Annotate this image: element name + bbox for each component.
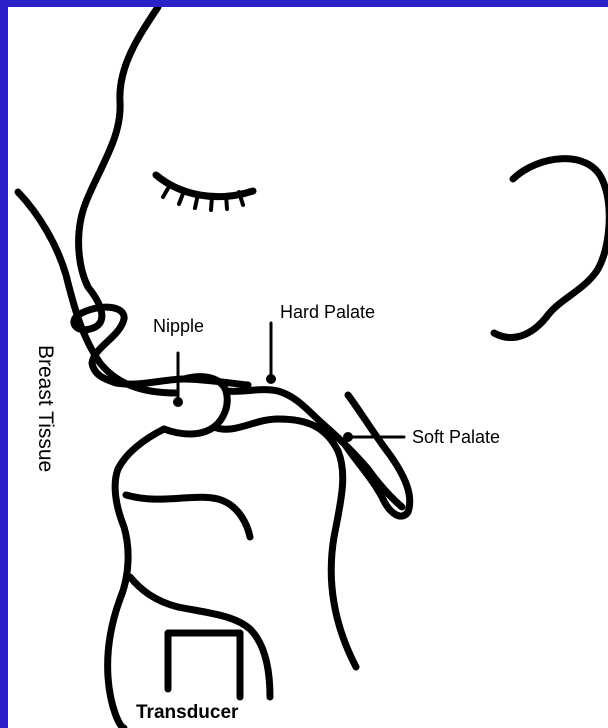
soft-palate-pointer-dot — [343, 432, 353, 442]
ear — [494, 159, 608, 338]
soft-palate-label: Soft Palate — [412, 427, 500, 448]
diagram-canvas: Nipple Hard Palate Soft Palate Breast Ti… — [8, 7, 608, 728]
nipple-pointer-dot — [173, 397, 183, 407]
transducer-shape — [168, 633, 240, 697]
soft-palate-loop — [344, 395, 410, 516]
hard-palate-label: Hard Palate — [280, 302, 375, 323]
neck-line — [130, 577, 270, 697]
lower-jaw-line — [126, 495, 250, 537]
hard-palate-pointer-dot — [266, 374, 276, 384]
nipple-label: Nipple — [153, 316, 204, 337]
transducer-label: Transducer — [136, 702, 238, 724]
breast-tissue-label: Breast Tissue — [33, 345, 57, 472]
infant-feeding-illustration — [8, 7, 608, 728]
